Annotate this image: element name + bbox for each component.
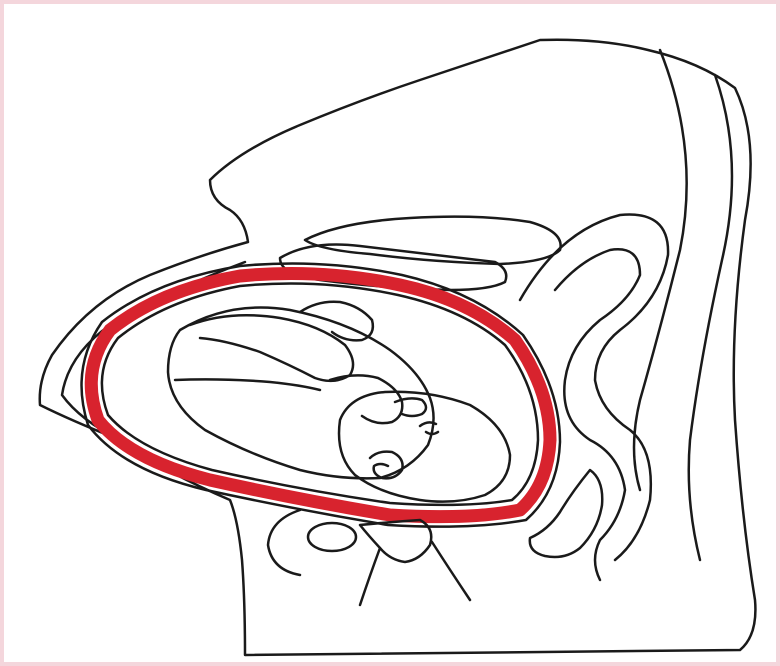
fetus-eye bbox=[420, 422, 438, 434]
spine-line-outer bbox=[634, 50, 687, 490]
vagina-line-right bbox=[432, 542, 470, 600]
bladder-line bbox=[268, 510, 300, 575]
uterus-wall bbox=[91, 273, 550, 516]
fetus-leg bbox=[190, 315, 353, 381]
fetus-thigh-line bbox=[175, 379, 320, 390]
rectum-channel bbox=[555, 249, 640, 580]
pubic-bone bbox=[308, 523, 356, 551]
fetus-head bbox=[339, 392, 510, 502]
spine-line-inner bbox=[689, 75, 732, 560]
placenta-red bbox=[305, 217, 561, 264]
body-silhouette bbox=[40, 40, 756, 655]
fetus-ear bbox=[370, 452, 403, 479]
vagina-line-left bbox=[360, 548, 380, 605]
